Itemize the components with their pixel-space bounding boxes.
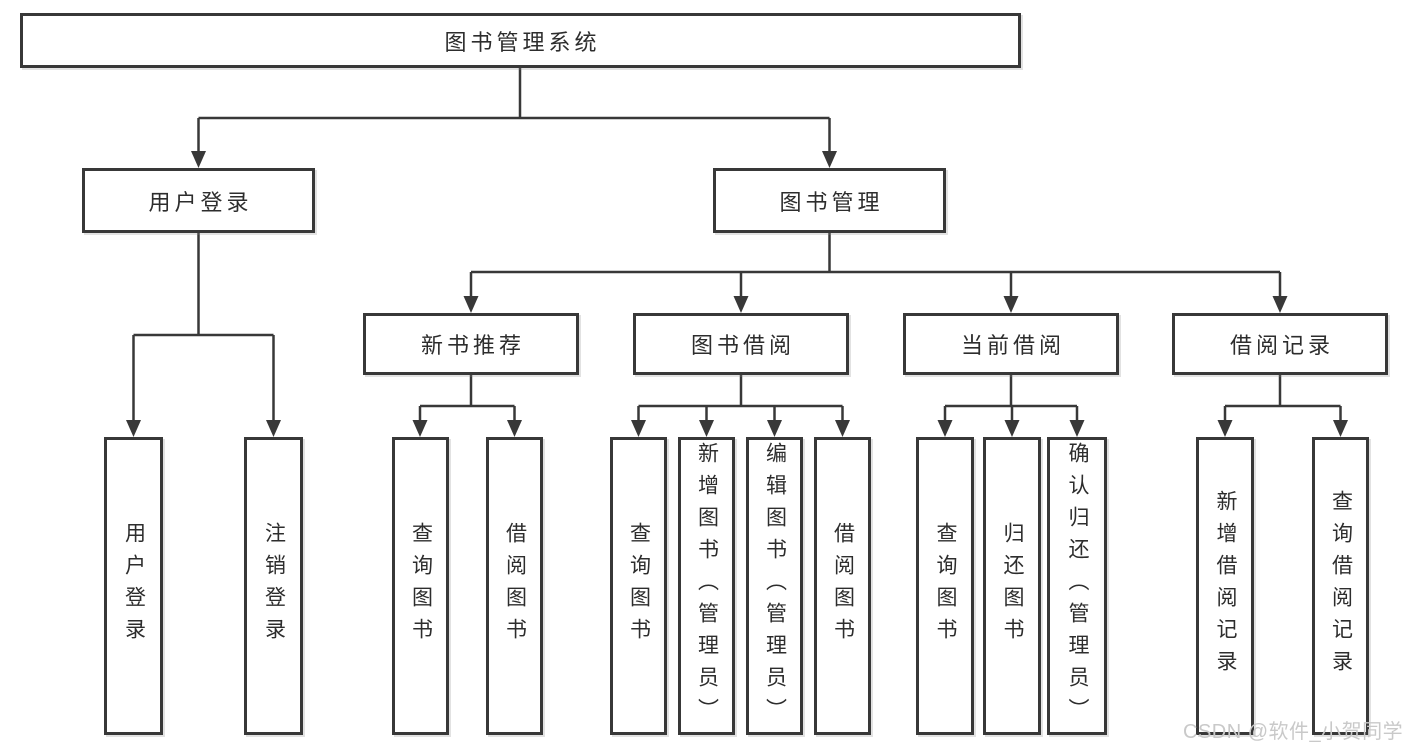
node-leaf-query-books-recommend: 查询图书: [392, 437, 449, 735]
node-label: 查询图书: [409, 522, 433, 650]
arrowhead: [463, 296, 479, 313]
node-label: 新书推荐: [420, 333, 525, 358]
node-borrowing-records: 借阅记录: [1172, 313, 1388, 375]
connector-borrowrecord-to-leaves: [1223, 375, 1342, 424]
node-label: 当前借阅: [960, 333, 1065, 358]
node-user-login-branch: 用户登录: [82, 168, 315, 233]
node-leaf-logout: 注销登录: [244, 437, 303, 735]
node-label: 用户登录: [148, 189, 253, 215]
arrowhead: [507, 420, 522, 437]
arrowhead: [1333, 420, 1348, 437]
node-label: 用户登录: [122, 522, 146, 650]
node-label: 编辑图书（管理员）: [763, 442, 787, 730]
node-leaf-query-books-borrow: 查询图书: [610, 437, 667, 735]
arrowhead: [266, 420, 281, 437]
arrowhead: [126, 420, 141, 437]
node-book-borrowing: 图书借阅: [633, 313, 849, 375]
arrowhead: [733, 296, 749, 313]
connector-newbookrec-to-leaves: [418, 375, 516, 424]
node-label: 归还图书: [1001, 522, 1024, 650]
node-leaf-confirm-return-admin: 确认归还（管理员）: [1047, 437, 1107, 735]
node-label: 借阅图书: [831, 522, 855, 650]
node-leaf-borrow-books: 借阅图书: [814, 437, 871, 735]
connector-bookmgmt-to-level3: [469, 233, 1282, 300]
arrowhead: [699, 420, 714, 437]
connector-root-to-level2: [197, 68, 831, 154]
node-label: 查询借阅记录: [1329, 490, 1353, 682]
arrowhead: [1217, 420, 1233, 437]
node-leaf-query-borrow-record: 查询借阅记录: [1312, 437, 1369, 735]
node-label: 查询图书: [627, 522, 651, 650]
node-leaf-edit-books-admin: 编辑图书（管理员）: [746, 437, 803, 735]
arrowhead: [835, 420, 850, 437]
node-leaf-user-login: 用户登录: [104, 437, 163, 735]
node-current-borrowing: 当前借阅: [903, 313, 1119, 375]
arrowhead: [1004, 420, 1020, 437]
connector-currentborrow-to-leaves: [943, 375, 1079, 424]
node-label: 借阅记录: [1229, 333, 1334, 358]
arrowhead: [822, 151, 837, 168]
node-label: 新增借阅记录: [1214, 490, 1237, 682]
arrowhead: [631, 420, 646, 437]
node-label: 图书管理: [779, 189, 884, 215]
node-label: 借阅图书: [503, 522, 527, 650]
node-label: 查询图书: [934, 522, 957, 650]
arrowhead: [1272, 296, 1288, 313]
arrowhead: [937, 420, 953, 437]
node-label: 图书管理系统: [444, 29, 601, 55]
node-leaf-query-books-current: 查询图书: [916, 437, 974, 735]
arrowhead: [1069, 420, 1085, 437]
csdn-watermark: CSDN @软件_小贺同学: [1183, 721, 1404, 743]
connector-userlogin-to-leaves: [132, 233, 275, 424]
arrowhead: [412, 420, 428, 437]
node-label: 新增图书（管理员）: [695, 442, 719, 730]
node-label: 确认归还（管理员）: [1066, 442, 1089, 730]
node-library-management-system: 图书管理系统: [20, 13, 1021, 68]
node-label: 注销登录: [262, 522, 286, 650]
node-label: 图书借阅: [690, 333, 795, 358]
connector-bookborrow-to-leaves: [637, 375, 844, 424]
arrowhead: [1003, 296, 1019, 313]
node-new-book-recommend: 新书推荐: [363, 313, 579, 375]
node-leaf-borrow-books-recommend: 借阅图书: [486, 437, 543, 735]
node-leaf-add-borrow-record: 新增借阅记录: [1196, 437, 1254, 735]
node-leaf-return-books: 归还图书: [983, 437, 1041, 735]
node-leaf-add-books-admin: 新增图书（管理员）: [678, 437, 735, 735]
arrowhead: [191, 151, 206, 168]
node-book-management: 图书管理: [713, 168, 946, 233]
arrowhead: [767, 420, 782, 437]
